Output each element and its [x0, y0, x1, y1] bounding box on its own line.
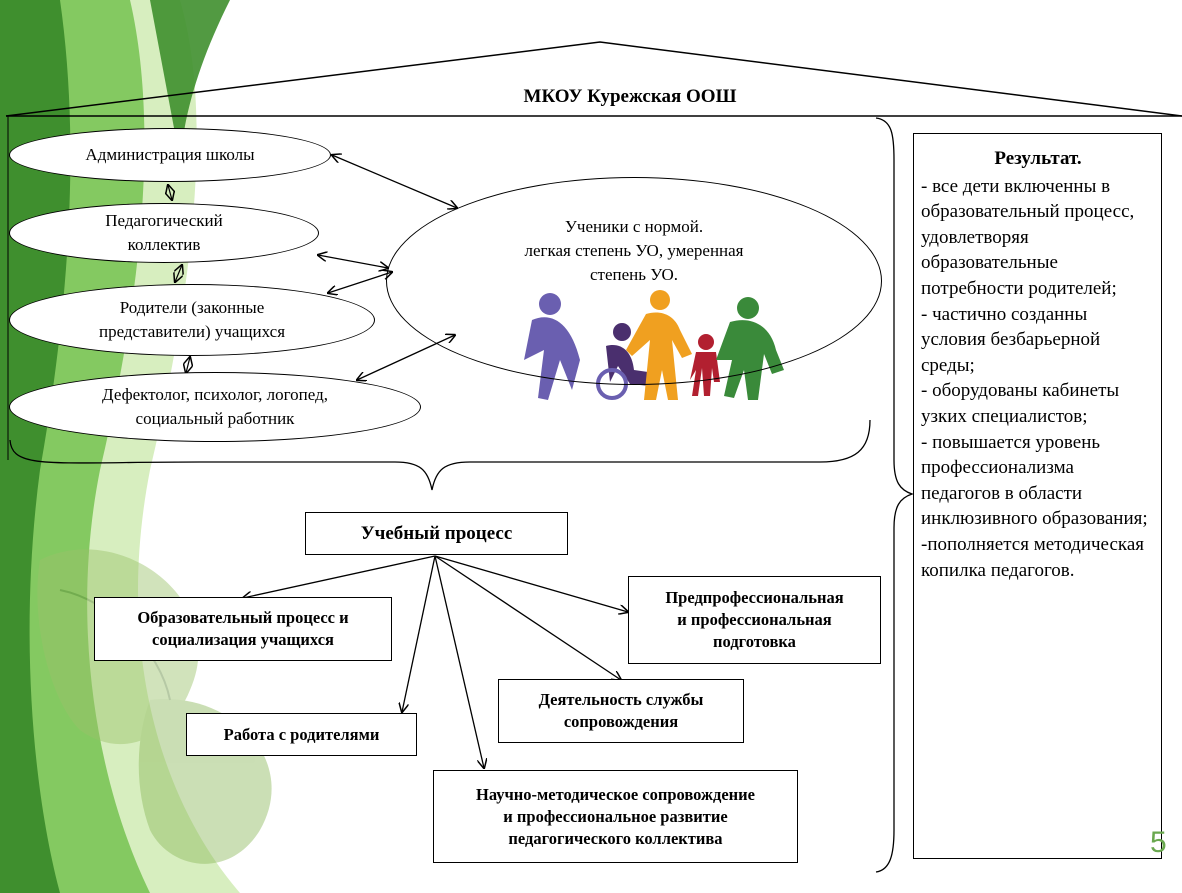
roof-outline — [5, 41, 1182, 117]
result-title: Результат. — [994, 148, 1082, 169]
box-education-socialization: Образовательный процесс и социализация у… — [94, 597, 392, 661]
box-preprofessional: Предпрофессиональная и профессиональная … — [628, 576, 881, 664]
link-parents-students — [328, 272, 392, 293]
group-brace-bottom — [9, 419, 871, 491]
link-teachers-students — [318, 255, 388, 268]
result-panel: Результат. - все дети включенны в образо… — [913, 133, 1162, 859]
box-support-service: Деятельность службы сопровождения — [498, 679, 744, 743]
result-text: - все дети включенны в образовательный п… — [921, 175, 1148, 581]
process-arrows — [243, 555, 628, 768]
page-number: 5 — [1150, 826, 1167, 859]
node-students-label: Ученики с нормой. легкая степень УО, уме… — [524, 217, 744, 284]
link-parents-specialists — [186, 357, 190, 373]
node-students: Ученики с нормой. легкая степень УО, уме… — [386, 177, 882, 385]
link-admin-students — [332, 155, 457, 208]
group-brace-right — [875, 117, 915, 873]
link-teachers-parents — [175, 265, 182, 282]
node-teachers: Педагогический коллектив — [9, 203, 319, 263]
box-educational-process: Учебный процесс — [305, 512, 568, 555]
box-methodical-support: Научно-методическое сопровождение и проф… — [433, 770, 798, 863]
box-parents-work: Работа с родителями — [186, 713, 417, 756]
node-administration: Администрация школы — [9, 128, 331, 182]
node-specialists: Дефектолог, психолог, логопед, социальны… — [9, 372, 421, 442]
node-parents: Родители (законные представители) учащих… — [9, 284, 375, 356]
link-admin-teachers — [168, 185, 172, 200]
diagram-title: МКОУ Курежская ООШ — [523, 86, 737, 107]
